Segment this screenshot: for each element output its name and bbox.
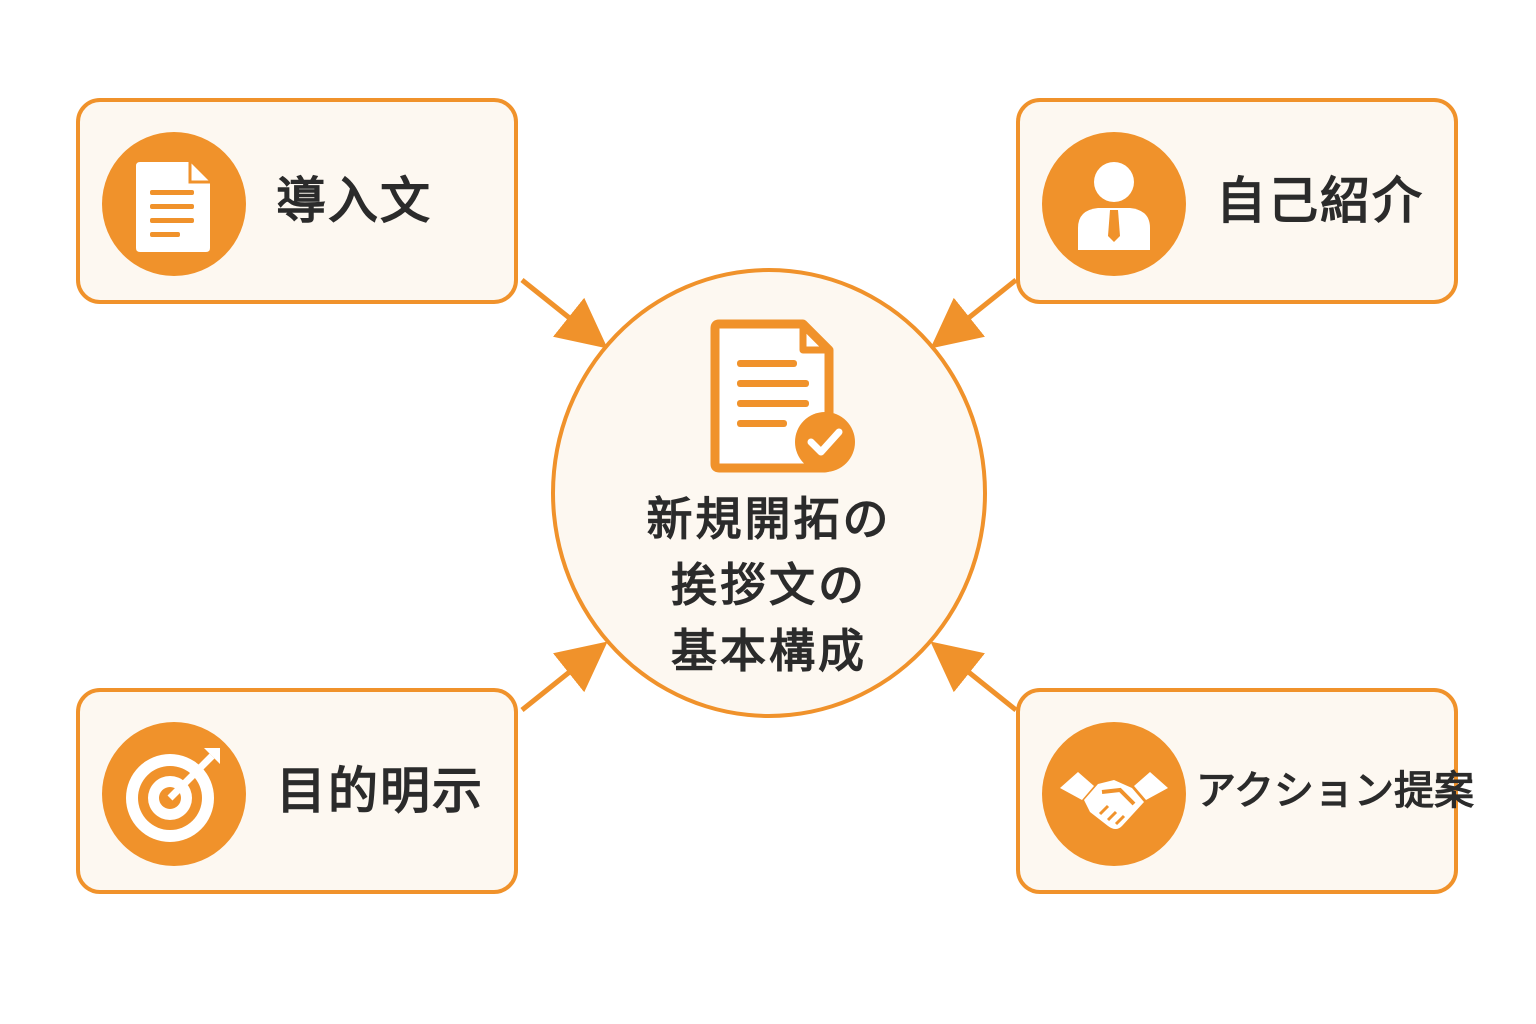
target-icon <box>102 722 246 866</box>
document-icon <box>102 132 246 276</box>
center-hub: 新規開拓の 挨拶文の 基本構成 <box>551 268 987 718</box>
node-self-intro: 自己紹介 <box>1016 98 1458 304</box>
node-self-intro-label: 自己紹介 <box>1216 172 1424 230</box>
center-title-line-2: 挨拶文の <box>671 558 867 612</box>
node-intro-label: 導入文 <box>276 172 432 230</box>
node-action-label: アクション提案 <box>1196 768 1474 814</box>
node-purpose: 目的明示 <box>76 688 518 894</box>
node-action: アクション提案 <box>1016 688 1474 894</box>
arrow-action-to-center <box>930 641 1018 712</box>
center-title: 新規開拓の 挨拶文の 基本構成 <box>555 486 983 684</box>
center-title-line-1: 新規開拓の <box>646 492 892 546</box>
center-title-line-3: 基本構成 <box>671 624 867 678</box>
node-intro: 導入文 <box>76 98 518 304</box>
handshake-icon <box>1042 722 1186 866</box>
arrow-intro-to-center <box>520 278 608 349</box>
node-purpose-label: 目的明示 <box>276 762 484 820</box>
arrow-self-to-center <box>930 278 1018 349</box>
document-check-icon <box>710 319 855 473</box>
arrow-purpose-to-center <box>520 641 608 712</box>
person-icon <box>1042 132 1186 276</box>
